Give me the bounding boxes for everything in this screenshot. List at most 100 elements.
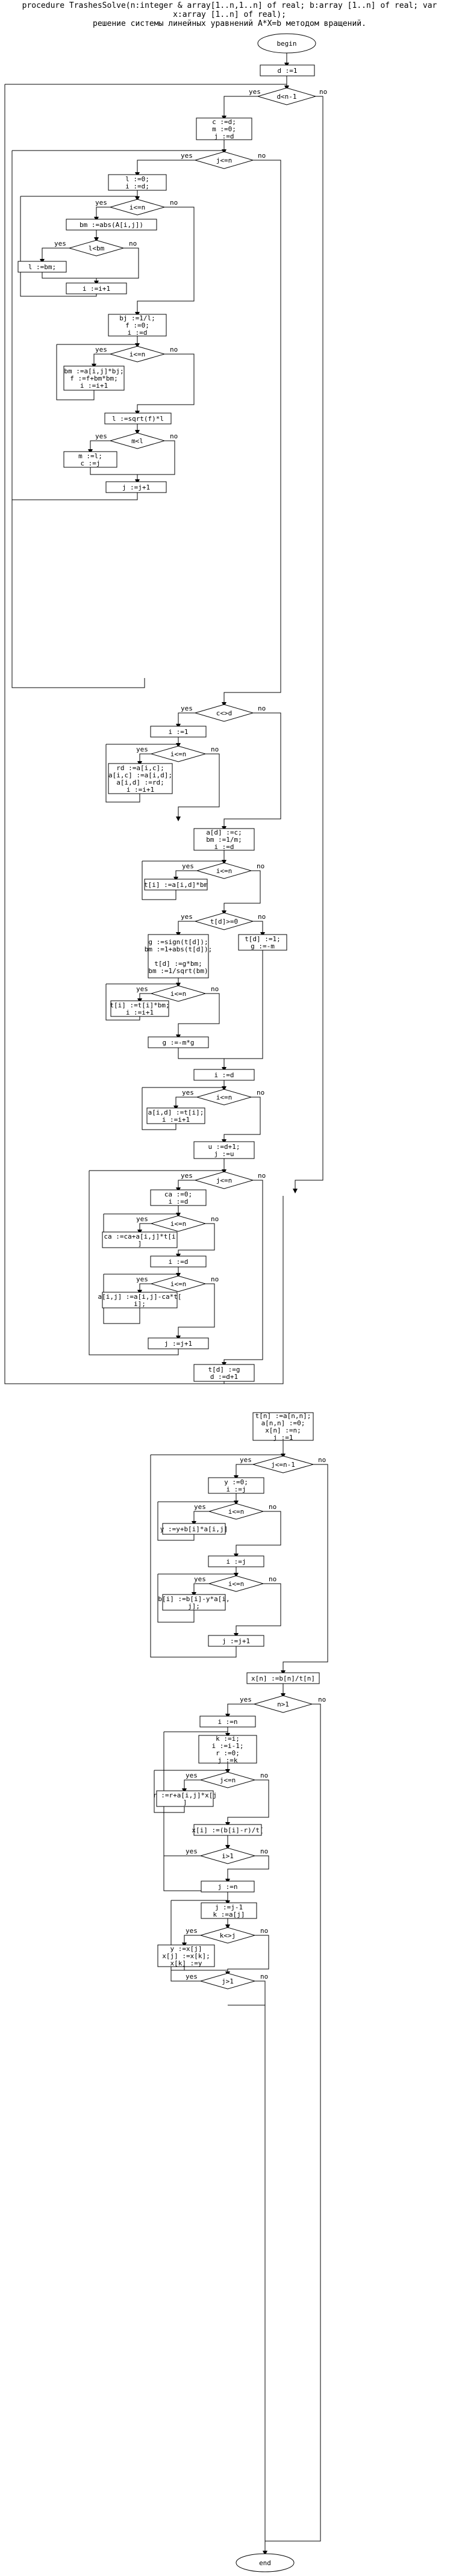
flow-arrow: [135, 207, 195, 317]
flow-arrow: [176, 1223, 215, 1258]
c-assign-text: c :=d;: [212, 118, 236, 126]
i-one-1-text: i :=1: [168, 728, 188, 736]
flow-arrow: [182, 1935, 201, 1947]
n-gt-1-text: n>1: [277, 1700, 289, 1708]
back-init-text: i :=i-1;: [212, 1742, 244, 1750]
yes-label: yes: [136, 1215, 148, 1223]
yes-label: yes: [181, 152, 193, 160]
flow-arrow: [222, 1180, 263, 1367]
yes-label: yes: [182, 1089, 194, 1097]
bj-init-text: i :=d: [127, 329, 147, 337]
yes-label: yes: [136, 985, 148, 993]
no-label: no: [211, 1215, 219, 1223]
no-label: no: [211, 1275, 219, 1283]
u-d1-box: [193, 1141, 255, 1159]
ca-acc-text: ca :=ca+a[i,j]*t[i: [104, 1233, 175, 1240]
i-one-1-box: [150, 726, 207, 738]
flow-arrow: [42, 272, 96, 279]
flow-arrow: [176, 753, 220, 821]
yes-label: yes: [181, 1172, 193, 1180]
flow-arrow: [176, 1180, 195, 1192]
bm-abs-text: bm :=abs(A[i,j]): [80, 221, 143, 229]
t-d-g-text: d :=d+1: [210, 1373, 238, 1381]
j-le-n-3-decision: [199, 1772, 256, 1788]
final-t-text: t[n] :=a[n,n];: [255, 1412, 311, 1420]
b-update-box: [162, 1594, 226, 1611]
bm-f-box: [63, 366, 125, 391]
flow-arrow: [173, 1097, 197, 1110]
no-label: no: [129, 240, 137, 247]
flow-arrow: [4, 84, 284, 1384]
flow-arrow: [12, 493, 138, 500]
k-ne-j-text: k<>j: [220, 1932, 236, 1940]
a-i-d-t-box: [146, 1107, 205, 1124]
end-text: end: [259, 2559, 271, 2567]
c-ne-d-decision: [194, 704, 254, 722]
swap-text: a[i,d] :=rd;: [116, 779, 164, 786]
yes-label: yes: [54, 240, 66, 247]
yes-label: yes: [240, 1696, 252, 1703]
flow-arrow: [89, 1171, 179, 1355]
c-assign-text: j :=d: [214, 132, 234, 140]
begin-text: begin: [276, 40, 296, 48]
flow-arrow: [184, 1967, 228, 1971]
flowchart-edges: [4, 53, 328, 2556]
i-le-n-6-decision: [196, 1089, 252, 1106]
j-dec-text: j :=j-1: [215, 1903, 243, 1911]
c-assign-box: [196, 117, 252, 140]
flow-arrow: [192, 1583, 209, 1597]
swap-text: a[i,c] :=a[i,d];: [108, 771, 172, 779]
no-label: no: [269, 1503, 276, 1511]
l-bm-text: l :=bm;: [28, 263, 56, 271]
i-le-n-8-text: i<=n: [170, 1280, 187, 1288]
a-update-box: [102, 1292, 178, 1308]
t-d-ge-0-decision: [194, 912, 254, 930]
j-inc-1-text: j :=j+1: [122, 484, 150, 491]
d-lt-n1-text: d<n-1: [276, 93, 296, 101]
i-le-n-10-text: i<=n: [228, 1580, 245, 1588]
flow-arrow: [176, 921, 195, 937]
t-bm-text: i :=i+1: [126, 1009, 154, 1016]
flow-arrow: [137, 1223, 151, 1234]
n-gt-1-decision: [253, 1695, 313, 1713]
t-d-neg-text: g :=-m: [251, 942, 275, 950]
back-init-text: k :=i;: [216, 1735, 240, 1743]
m-lt-l-text: m<l: [131, 437, 143, 445]
i-le-n-9-text: i<=n: [228, 1508, 245, 1516]
t-i-text: t[i] :=a[i,d]*bm: [144, 881, 208, 889]
i-le-n-1-decision: [109, 199, 166, 216]
flow-arrow: [222, 96, 258, 120]
flow-arrow: [222, 160, 281, 707]
yes-label: yes: [136, 745, 148, 753]
l-sqrt-text: l :=sqrt(f)*l: [112, 415, 164, 423]
final-t-text: x[n] :=n;: [265, 1426, 301, 1434]
flow-arrow: [150, 1455, 237, 1658]
i-le-n-3-decision: [150, 745, 207, 762]
j-le-n1-b-text: j<=n-1: [271, 1461, 295, 1469]
begin-terminal: [257, 33, 316, 54]
bj-init-text: f :=0;: [125, 322, 149, 329]
t-d-g-box: [193, 1364, 255, 1382]
x-i-box: [193, 1824, 262, 1836]
t-i-box: [144, 879, 208, 891]
y-acc-box: [162, 1523, 226, 1535]
j-le-n-outer-decision: [194, 151, 254, 169]
u-d1-text: j :=u: [214, 1150, 234, 1158]
j-gt-1-text: j>1: [222, 1977, 234, 1985]
d-lt-n1-decision: [257, 87, 317, 105]
back-init-box: [198, 1735, 257, 1764]
i-d-text: i :=d: [214, 1071, 234, 1079]
i-le-n-1-text: i<=n: [130, 204, 146, 211]
t-d-neg-text: t[d] :=1;: [245, 935, 281, 943]
no-label: no: [258, 152, 266, 160]
m-lt-l-decision: [109, 432, 166, 449]
c-assign-text: m :=0;: [212, 125, 236, 133]
i-n-1-box: [199, 1716, 256, 1728]
y-init-text: y :=0;: [224, 1478, 248, 1486]
yes-label: yes: [186, 1847, 198, 1855]
no-label: no: [260, 1927, 268, 1935]
r-acc-text: ]: [183, 1799, 187, 1806]
b-update-text: j];: [188, 1602, 200, 1610]
u-d1-text: u :=d+1;: [208, 1143, 240, 1151]
